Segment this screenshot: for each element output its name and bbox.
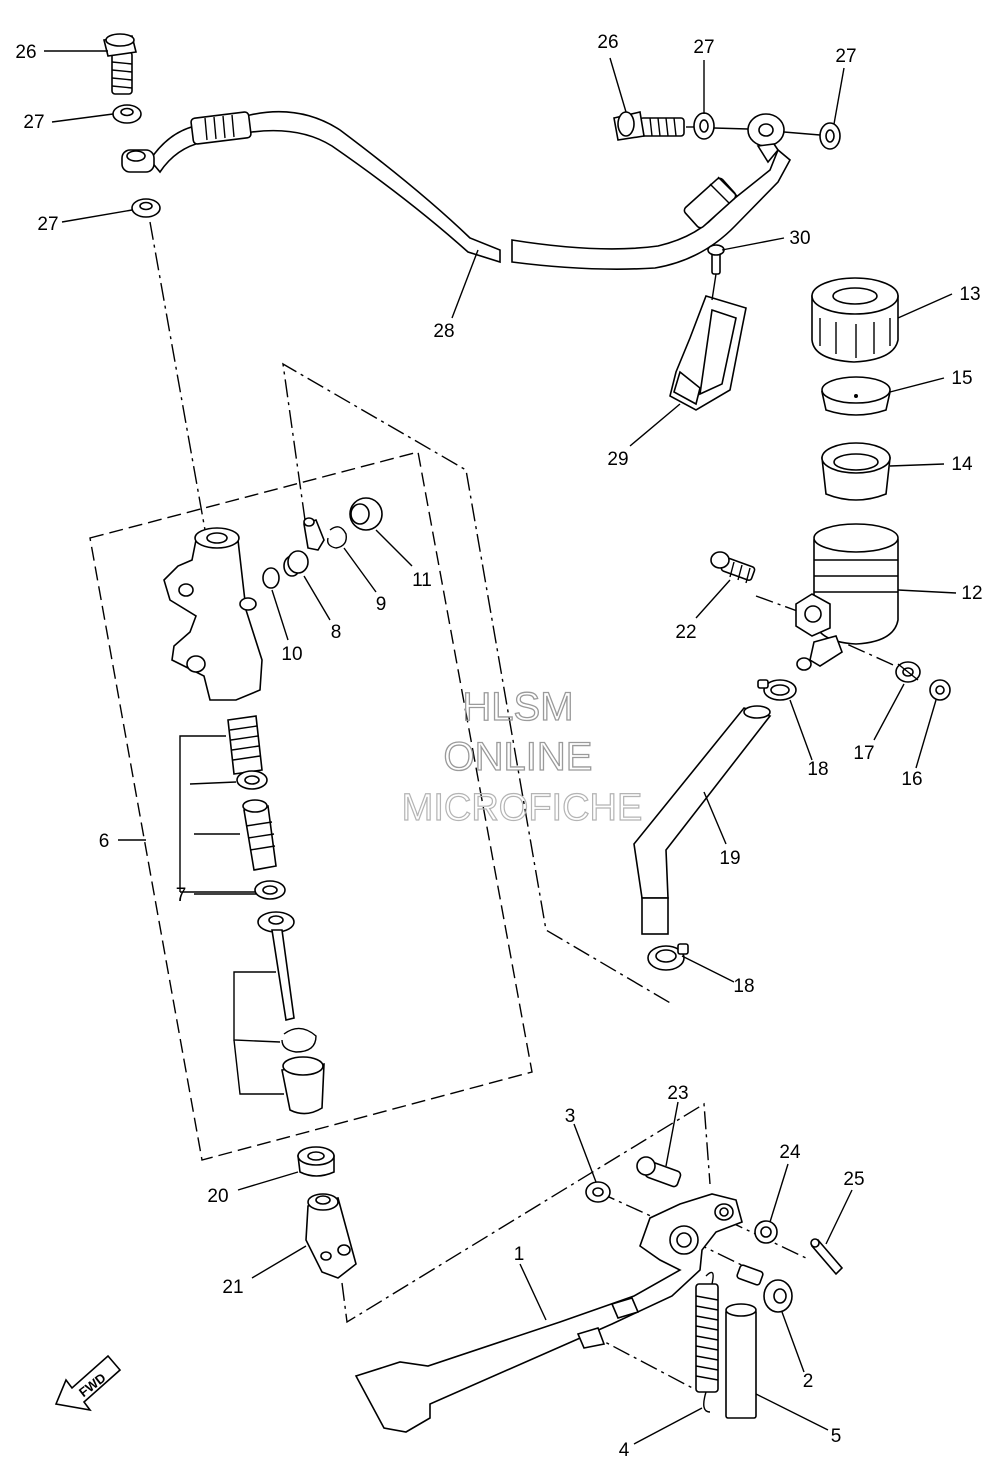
hose-joint-o-ring xyxy=(895,661,921,683)
reservoir-hose xyxy=(633,705,772,935)
hose-joint-bushing xyxy=(929,679,951,701)
collar-5 xyxy=(725,1303,757,1419)
callout-17: 17 xyxy=(853,743,874,764)
callout-3: 3 xyxy=(565,1106,576,1127)
reservoir-tank xyxy=(795,523,899,671)
master-cylinder-assembly-box xyxy=(89,451,533,1161)
reservoir-cap xyxy=(811,277,899,363)
callout-20: 20 xyxy=(207,1186,228,1207)
copper-washer-upper-right-b xyxy=(819,122,841,150)
callout-11: 11 xyxy=(412,570,432,591)
hose-joint-8 xyxy=(283,550,309,577)
piston-kit-parts xyxy=(179,715,325,1115)
callout-15: 15 xyxy=(951,368,972,389)
hose-guide-screw xyxy=(707,244,725,275)
banjo-fitting-left xyxy=(121,149,155,173)
banjo-bolt-right xyxy=(613,111,685,141)
diaphragm-plate xyxy=(821,376,891,416)
bolt-axis-line xyxy=(755,595,801,613)
copper-washer-lower-left xyxy=(131,198,161,218)
o-ring-10 xyxy=(262,567,280,589)
callout-24: 24 xyxy=(779,1142,801,1163)
forward-arrow-icon: FWD xyxy=(54,1354,122,1412)
callout-26-bolt-left: 26 xyxy=(15,42,36,63)
callout-22: 22 xyxy=(675,622,696,643)
watermark-line-3: MICROFICHE xyxy=(402,787,643,829)
callout-28: 28 xyxy=(433,321,454,342)
callout-13: 13 xyxy=(959,284,980,305)
circlip-9 xyxy=(326,526,347,549)
brake-pedal xyxy=(354,1193,743,1433)
reservoir-bolt xyxy=(710,551,756,584)
callout-19: 19 xyxy=(719,848,740,869)
banjo-to-cylinder-line xyxy=(149,221,206,531)
washer-24 xyxy=(754,1220,778,1244)
spring-axis-line xyxy=(585,1331,701,1393)
hose-guide-bracket xyxy=(669,295,747,411)
clevis-to-pedal-line xyxy=(341,1102,711,1324)
callout-8: 8 xyxy=(331,622,342,643)
callout-25: 25 xyxy=(843,1169,864,1190)
hose-joint-elbow xyxy=(303,517,325,551)
callout-4: 4 xyxy=(619,1440,630,1461)
callout-7: 7 xyxy=(176,885,187,906)
reservoir-hose-guide-line xyxy=(282,362,673,1005)
callout-26-bolt-right: 26 xyxy=(597,32,618,53)
callout-14: 14 xyxy=(951,454,973,475)
callout-29: 29 xyxy=(607,449,628,470)
callout-30: 30 xyxy=(789,228,810,249)
hose-clip-upper xyxy=(757,679,797,701)
watermark: HLSM ONLINE MICROFICHE xyxy=(401,684,643,829)
hose-clip-lower xyxy=(647,943,689,971)
callout-6: 6 xyxy=(99,831,110,852)
callout-5: 5 xyxy=(831,1426,842,1447)
callout-21: 21 xyxy=(222,1277,243,1298)
locknut-20 xyxy=(297,1146,335,1177)
callout-23: 23 xyxy=(667,1083,688,1104)
callout-27-washer-d: 27 xyxy=(835,46,856,67)
spring-4 xyxy=(695,1271,719,1413)
callout-1: 1 xyxy=(514,1244,525,1265)
clevis-21 xyxy=(305,1193,357,1279)
brake-hose xyxy=(149,110,792,270)
pedal-washer-3 xyxy=(585,1181,611,1203)
grommet-11 xyxy=(349,497,383,531)
callout-9: 9 xyxy=(376,594,387,615)
pin-23 xyxy=(636,1156,682,1188)
callout-18-upper: 18 xyxy=(807,759,828,780)
callout-27-washer-b: 27 xyxy=(37,214,58,235)
copper-washer-upper-right-a xyxy=(693,112,715,140)
leader-lines xyxy=(44,50,957,1445)
banjo-bolt-left xyxy=(103,33,137,95)
copper-washer-upper-left xyxy=(112,104,142,124)
callout-16: 16 xyxy=(901,769,922,790)
callout-labels: 26 27 27 26 27 27 30 28 13 15 14 29 12 2… xyxy=(15,32,982,1461)
diaphragm xyxy=(821,442,891,501)
master-cylinder-body xyxy=(163,527,263,701)
callout-10: 10 xyxy=(281,644,302,665)
callout-18-lower: 18 xyxy=(733,976,754,997)
watermark-line-2: ONLINE xyxy=(444,735,593,779)
pivot-bolt-2 xyxy=(736,1264,793,1313)
callout-2: 2 xyxy=(803,1371,814,1392)
banjo-fitting-right xyxy=(747,113,785,164)
callout-27-washer-a: 27 xyxy=(23,112,44,133)
cotter-pin-25 xyxy=(810,1238,844,1276)
watermark-line-1: HLSM xyxy=(462,685,573,729)
callout-12: 12 xyxy=(961,583,982,604)
callout-27-washer-c: 27 xyxy=(693,37,714,58)
